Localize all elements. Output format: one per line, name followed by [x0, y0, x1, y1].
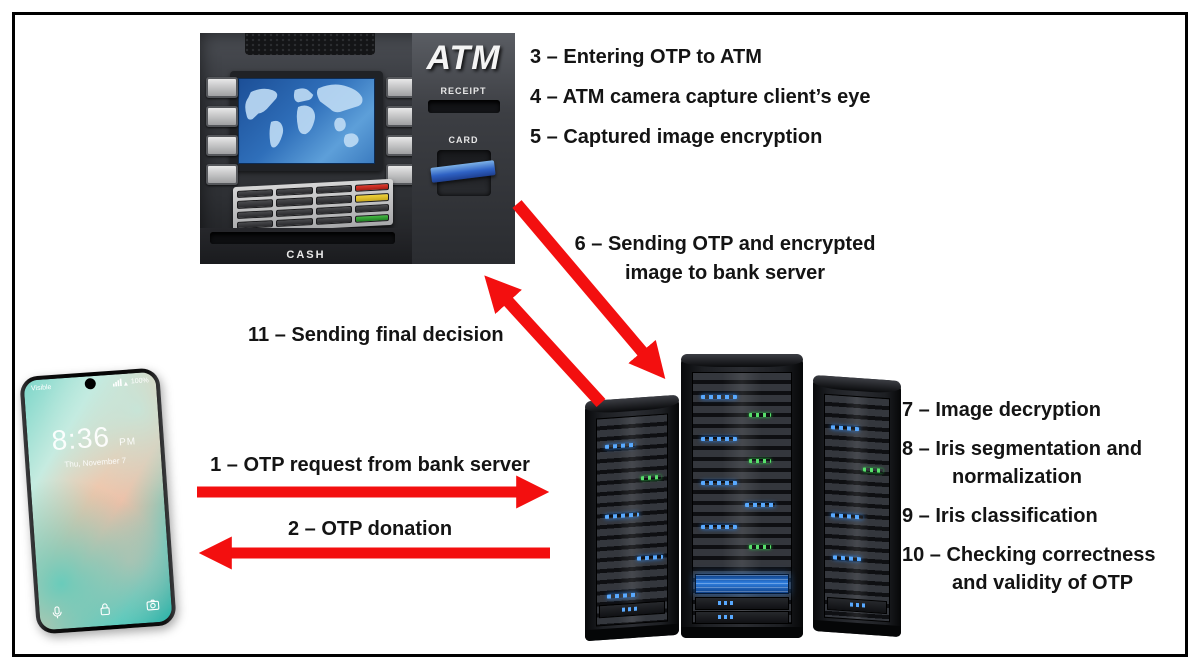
bank-card: [429, 160, 496, 183]
keypad-key[interactable]: [276, 217, 313, 227]
step-7-label: 7 – Image decryption: [902, 399, 1101, 421]
phone-time: 8:36 PM: [50, 421, 137, 457]
step-10-label: 10 – Checking correctness and validity o…: [902, 544, 1156, 594]
phone-lockscreen: Visible 100% 8:36 PM Thu, November 7: [23, 371, 173, 631]
led-row: [701, 437, 737, 441]
keypad-key[interactable]: [237, 209, 274, 219]
atm-button[interactable]: [206, 135, 238, 156]
world-map-graphic: [245, 84, 363, 148]
receipt-label: RECEIPT: [440, 86, 487, 96]
step-11-label: 11 – Sending final decision: [248, 324, 504, 346]
keypad-key[interactable]: [315, 205, 352, 215]
atm-side-buttons-left: [206, 77, 238, 185]
step-5-label: 5 – Captured image encryption: [530, 126, 823, 148]
step-9-label: 9 – Iris classification: [902, 505, 1098, 527]
led-row: [863, 467, 883, 473]
led-row: [831, 513, 863, 520]
led-row: [605, 442, 635, 449]
atm-button[interactable]: [206, 164, 238, 185]
phone-status-bar: Visible 100%: [31, 376, 149, 392]
keypad-key[interactable]: [315, 195, 352, 205]
led-row: [833, 555, 861, 562]
led-row: [745, 503, 775, 507]
led-row: [637, 554, 663, 561]
step-8-label: 8 – Iris segmentation and normalization: [902, 438, 1143, 488]
steps-3-4-5-block: 3 – Entering OTP to ATM 4 – ATM camera c…: [530, 44, 950, 164]
led-row: [701, 395, 737, 399]
atm-speaker-grille: [245, 33, 375, 55]
drive-unit: [695, 597, 789, 610]
phone-meridiem: PM: [118, 436, 137, 449]
keypad-key[interactable]: [276, 197, 313, 207]
atm-button[interactable]: [206, 77, 238, 98]
keypad-key[interactable]: [237, 189, 274, 199]
led-row: [749, 459, 771, 463]
server-rack-right: [813, 374, 901, 638]
led-row: [749, 413, 771, 417]
server-rack-panel: [596, 413, 668, 627]
cash-slot: [210, 232, 395, 244]
step-6-label: 6 – Sending OTP and encrypted image to b…: [574, 233, 876, 284]
steps-7-to-10-block: 7 – Image decryption 8 – Iris segmentati…: [902, 396, 1190, 608]
receipt-slot: [427, 100, 500, 113]
led-row: [831, 425, 859, 432]
server-rack-center: [681, 354, 803, 638]
atm-logo-text: ATM: [426, 39, 501, 77]
led-row: [605, 512, 639, 519]
diagram-border: [12, 12, 1188, 657]
server-rack-panel: [824, 393, 890, 623]
battery-percent: 100%: [130, 376, 149, 385]
atm-cash-dispenser: CASH: [200, 228, 412, 264]
led-row: [701, 481, 737, 485]
server-display-band: [695, 574, 789, 594]
step-4-label: 4 – ATM camera capture client’s eye: [530, 86, 871, 108]
smartphone: Visible 100% 8:36 PM Thu, November 7: [19, 367, 177, 635]
cash-label: CASH: [286, 249, 326, 261]
phone-shortcut-icons: [51, 599, 160, 620]
keypad-clear-key[interactable]: [354, 193, 389, 203]
led-row: [701, 525, 737, 529]
atm-button[interactable]: [206, 106, 238, 127]
mic-icon[interactable]: [51, 606, 63, 620]
keypad-key[interactable]: [237, 199, 274, 209]
keypad-enter-key[interactable]: [354, 213, 389, 223]
keypad-key[interactable]: [276, 207, 313, 217]
atm-side-buttons-right: [386, 77, 418, 185]
atm-screen-bezel: [230, 71, 383, 171]
lock-icon[interactable]: [99, 602, 111, 616]
keypad-key[interactable]: [276, 187, 313, 197]
keypad-key[interactable]: [315, 184, 352, 195]
atm-machine: ATM RECEIPT CARD CASH: [200, 33, 515, 264]
drive-unit: [695, 611, 789, 624]
keypad-key[interactable]: [354, 203, 389, 213]
card-slot: [429, 150, 496, 196]
step-3-label: 3 – Entering OTP to ATM: [530, 46, 762, 68]
card-label: CARD: [448, 135, 479, 145]
step-1-label: 1 – OTP request from bank server: [210, 454, 530, 476]
led-row: [641, 474, 661, 481]
carrier-label: Visible: [30, 383, 52, 392]
bank-server-racks: [585, 352, 905, 642]
keypad-key[interactable]: [315, 215, 352, 225]
led-row: [749, 545, 771, 549]
led-row: [607, 592, 637, 599]
server-rack-left: [585, 394, 679, 642]
atm-right-panel: ATM RECEIPT CARD: [412, 33, 515, 264]
atm-keypad: [233, 178, 393, 234]
keypad-cancel-key[interactable]: [354, 183, 389, 193]
signal-wifi-icons: [112, 378, 129, 387]
step-2-label: 2 – OTP donation: [287, 518, 453, 540]
camera-icon[interactable]: [146, 599, 160, 611]
atm-screen: [238, 78, 375, 164]
